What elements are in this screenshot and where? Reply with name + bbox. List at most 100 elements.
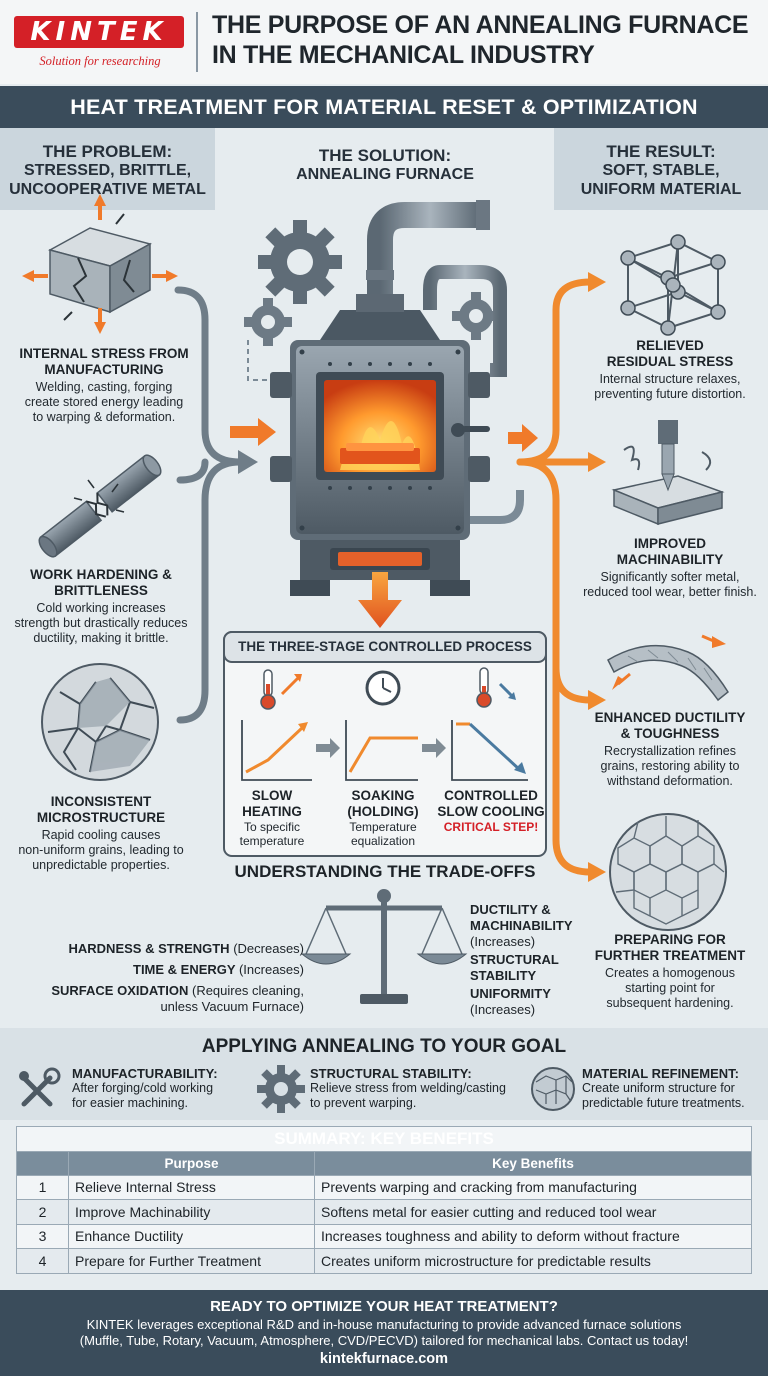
- tradeoff-label: STABILITY: [470, 968, 537, 983]
- tradeoff-label: STRUCTURAL: [470, 952, 559, 967]
- footer-body-line: KINTEK leverages exceptional R&D and in-…: [86, 1317, 682, 1332]
- crystal-lattice-icon: [620, 234, 726, 336]
- kintek-logo[interactable]: KINTEK Solution for researching: [14, 16, 186, 68]
- cracked-block-icon: [22, 194, 178, 334]
- stage-title: SLOW COOLING: [437, 804, 545, 819]
- result-item-body: starting point for: [625, 981, 715, 995]
- problem-item-body: create stored energy leading: [24, 395, 184, 409]
- row-benefit: Increases toughness and ability to defor…: [314, 1223, 752, 1249]
- clock-icon: [365, 670, 401, 706]
- footer-body-line: (Muffle, Tube, Rotary, Vacuum, Atmospher…: [79, 1333, 689, 1348]
- row-benefit: Softens metal for easier cutting and red…: [314, 1199, 752, 1225]
- footer-cta: READY TO OPTIMIZE YOUR HEAT TREATMENT?: [210, 1298, 558, 1315]
- row-number: 1: [16, 1174, 69, 1200]
- thermometer-down-icon: [476, 667, 516, 708]
- annealing-furnace: [244, 200, 524, 596]
- result-item-body: withstand deformation.: [607, 774, 733, 788]
- left-flow-arrows: [174, 286, 244, 724]
- problem-item-title: INTERNAL STRESS FROM: [19, 346, 189, 361]
- logo-wordmark: KINTEK: [14, 16, 184, 48]
- table-row: 4 Prepare for Further Treatment Creates …: [16, 1248, 752, 1274]
- balance-scale-icon: [300, 889, 468, 1004]
- result-item-machinability: IMPROVED MACHINABILITY Significantly sof…: [572, 536, 768, 600]
- tradeoff-label: HARDNESS & STRENGTH: [68, 941, 230, 956]
- grain-structure-icon: [41, 663, 159, 781]
- stage-arrow-1: [316, 738, 340, 758]
- problem-item-body: non-uniform grains, leading to: [18, 843, 184, 857]
- table-header-row: Purpose Key Benefits: [16, 1150, 752, 1176]
- logo-tagline: Solution for researching: [39, 54, 161, 68]
- result-heading: THE RESULT: SOFT, STABLE, UNIFORM MATERI…: [554, 128, 768, 210]
- row-number: 3: [16, 1223, 69, 1249]
- tradeoff-label: SURFACE OXIDATION: [51, 983, 189, 998]
- goal-item-manufacturability: MANUFACTURABILITY: After forging/cold wo…: [72, 1066, 252, 1111]
- tradeoff-label: DUCTILITY &: [470, 902, 551, 917]
- problem-item-body: to warping & deformation.: [32, 410, 176, 424]
- bending-plate-icon: [607, 634, 729, 702]
- stage-body: Temperature: [349, 820, 417, 834]
- central-illustration: [22, 194, 729, 1004]
- solution-heading-line2: ANNEALING FURNACE: [296, 166, 474, 183]
- tradeoffs-left: HARDNESS & STRENGTH (Decreases) TIME & E…: [20, 938, 304, 1014]
- summary-table: SUMMARY: KEY BENEFITS Purpose Key Benefi…: [16, 1126, 752, 1274]
- result-item-title: PREPARING FOR: [614, 932, 726, 947]
- footer-website-link[interactable]: kintekfurnace.com: [319, 1351, 449, 1367]
- small-gear-icon: [244, 298, 292, 346]
- goal-item-title: STRUCTURAL STABILITY:: [310, 1066, 472, 1081]
- row-benefit: Prevents warping and cracking from manuf…: [314, 1174, 752, 1200]
- page-title: THE PURPOSE OF AN ANNEALING FURNACE IN T…: [212, 10, 760, 70]
- problem-heading-line3: UNCOOPERATIVE METAL: [9, 181, 206, 198]
- stage-arrow-2: [422, 738, 446, 758]
- row-purpose: Enhance Ductility: [68, 1223, 315, 1249]
- tradeoff-note: (Increases): [470, 1002, 536, 1017]
- column-header: Purpose: [68, 1150, 315, 1176]
- result-item-body: grains, restoring ability to: [600, 759, 740, 773]
- tradeoff-time: TIME & ENERGY (Increases): [20, 959, 304, 980]
- row-number: 4: [16, 1248, 69, 1274]
- tradeoff-label: UNIFORMITY: [470, 986, 551, 1001]
- goal-item-body: Create uniform structure for: [582, 1081, 735, 1095]
- row-benefit: Creates uniform microstructure for predi…: [314, 1248, 752, 1274]
- row-purpose: Relieve Internal Stress: [68, 1174, 315, 1200]
- row-number: 2: [16, 1199, 69, 1225]
- grain-icon: [531, 1067, 575, 1111]
- result-item-further-treatment: PREPARING FOR FURTHER TREATMENT Creates …: [572, 932, 768, 1011]
- result-item-title: IMPROVED: [633, 536, 706, 551]
- stage-heating: SLOW HEATING To specific temperature: [232, 788, 312, 848]
- header-divider: [196, 12, 198, 72]
- stage-body: temperature: [239, 834, 305, 848]
- tradeoff-note: (Decreases): [233, 941, 304, 956]
- result-item-body: Recrystallization refines: [604, 744, 736, 758]
- stage-cooling: CONTROLLED SLOW COOLING CRITICAL STEP!: [436, 788, 546, 834]
- result-item-body: preventing future distortion.: [594, 387, 746, 401]
- problem-item-hardening: WORK HARDENING & BRITTLENESS Cold workin…: [0, 567, 202, 646]
- problem-item-body: ductility, making it brittle.: [33, 631, 169, 645]
- goal-title: APPLYING ANNEALING TO YOUR GOAL: [201, 1036, 567, 1057]
- stage-title: SLOW: [251, 788, 293, 803]
- stage-body: equalization: [350, 834, 416, 848]
- page-title-line1: THE PURPOSE OF AN ANNEALING FURNACE: [212, 11, 749, 39]
- result-item-stress: RELIEVED RESIDUAL STRESS Internal struct…: [572, 338, 768, 402]
- process-down-arrow: [358, 572, 402, 628]
- row-purpose: Prepare for Further Treatment: [68, 1248, 315, 1274]
- goal-section: [0, 1028, 768, 1120]
- problem-heading-line2: STRESSED, BRITTLE,: [23, 162, 192, 179]
- result-heading-line2: SOFT, STABLE,: [602, 162, 720, 179]
- column-header: [16, 1150, 69, 1176]
- result-item-body: subsequent hardening.: [606, 996, 734, 1010]
- heat-out-arrow: [508, 424, 538, 452]
- result-item-title: RESIDUAL STRESS: [606, 354, 734, 369]
- problem-item-stress: INTERNAL STRESS FROM MANUFACTURING Weldi…: [4, 346, 204, 425]
- table-row: 3 Enhance Ductility Increases toughness …: [16, 1223, 752, 1249]
- result-item-title: FURTHER TREATMENT: [594, 948, 746, 963]
- goal-item-body: to prevent warping.: [310, 1096, 417, 1110]
- table-row: 1 Relieve Internal Stress Prevents warpi…: [16, 1174, 752, 1200]
- left-arrow-head: [238, 450, 258, 474]
- problem-item-body: Rapid cooling causes: [41, 828, 161, 842]
- gear-icon: [257, 1065, 305, 1113]
- problem-heading: THE PROBLEM: STRESSED, BRITTLE, UNCOOPER…: [0, 128, 215, 210]
- tradeoff-note: (Increases): [470, 934, 536, 949]
- problem-item-title: WORK HARDENING &: [30, 567, 172, 582]
- heat-in-arrow: [230, 418, 276, 446]
- problem-item-title: MANUFACTURING: [44, 362, 164, 377]
